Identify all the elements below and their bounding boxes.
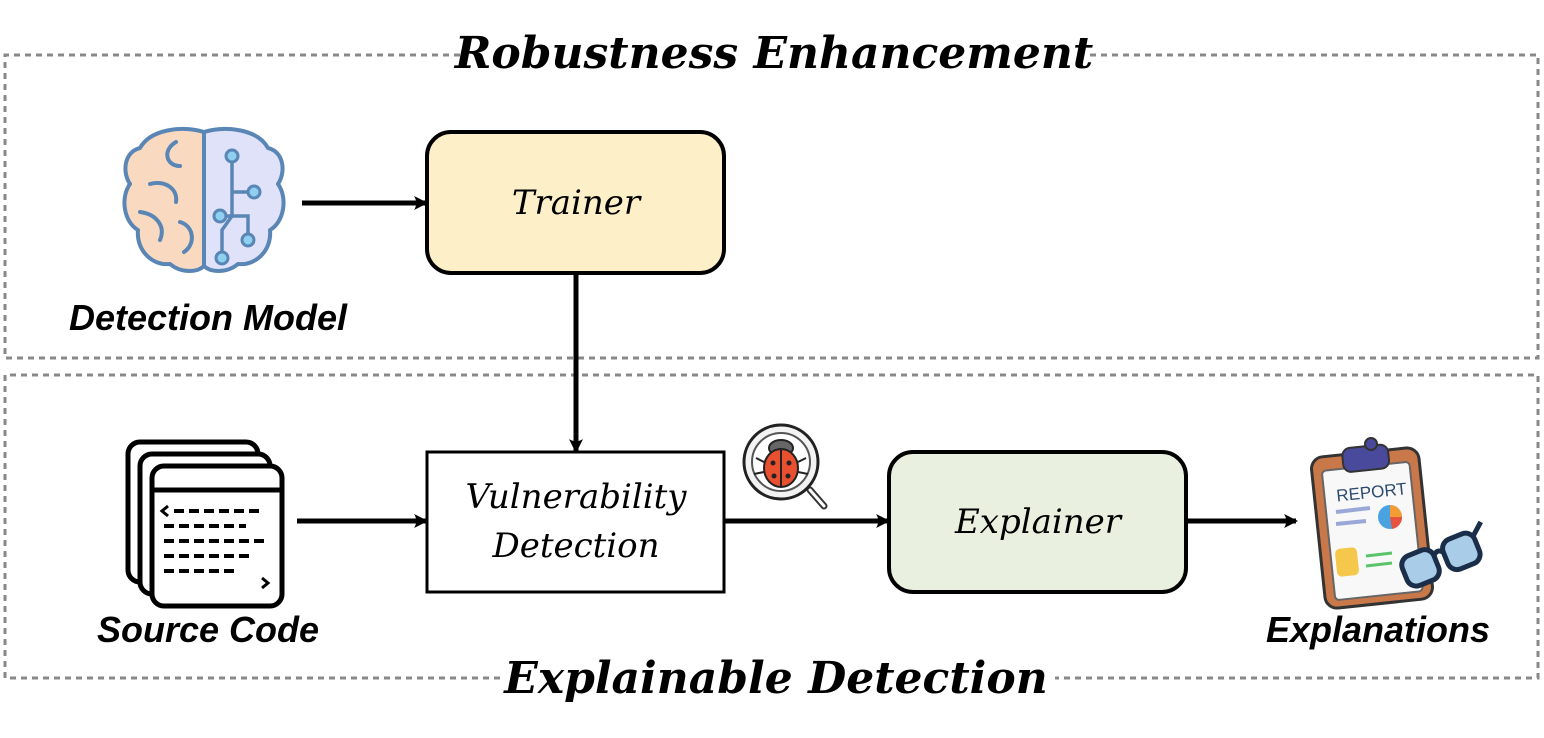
explainable-section-title: Explainable Detection xyxy=(502,653,1047,704)
vulnerability-detection-label-line2: Detection xyxy=(491,526,659,566)
report-clipboard-glasses-icon: REPORT xyxy=(1310,437,1483,610)
vulnerability-detection-label-line1: Vulnerability xyxy=(466,477,688,517)
brain-circuit-icon xyxy=(122,127,286,273)
source-code-caption: Source Code xyxy=(97,609,319,650)
bug-magnifier-icon xyxy=(742,423,828,510)
detection-model-caption: Detection Model xyxy=(69,297,348,338)
robustness-section-frame xyxy=(3,53,1540,360)
explainable-section-frame xyxy=(3,373,1540,680)
explanations-caption: Explanations xyxy=(1266,609,1490,650)
explainer-label: Explainer xyxy=(954,502,1123,542)
robustness-section-title: Robustness Enhancement xyxy=(453,28,1093,79)
source-code-files-icon xyxy=(125,439,285,609)
vulnerability-detection-box xyxy=(425,450,726,594)
trainer-label: Trainer xyxy=(512,183,642,223)
